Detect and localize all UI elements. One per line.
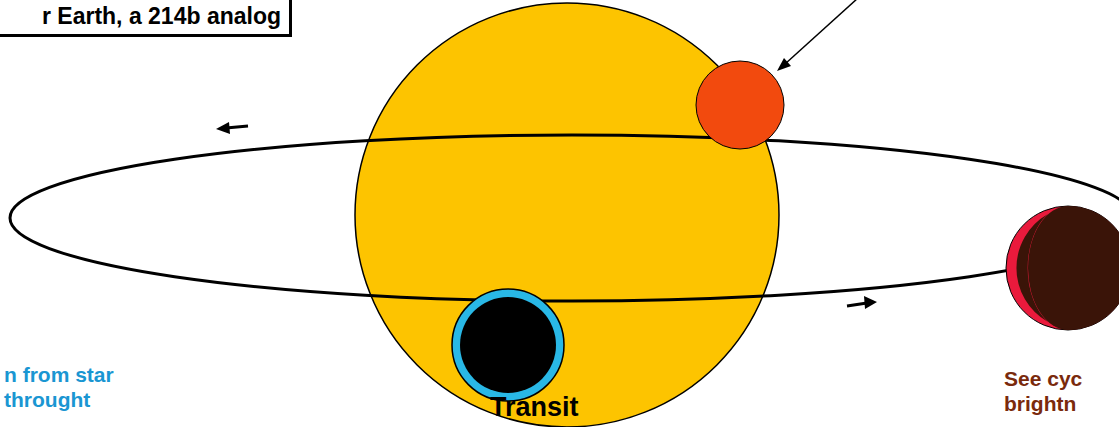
transit-note: n from star throught — [4, 362, 129, 412]
phase-planet-night — [1028, 206, 1119, 330]
phase-planet — [1006, 206, 1119, 330]
arrowhead — [777, 58, 791, 71]
transit-planet — [460, 297, 556, 393]
direction-arrow-head — [216, 122, 230, 134]
phase-note: See cyc brightn — [1004, 366, 1104, 416]
transit-planet-ring — [452, 289, 564, 401]
direction-arrow — [847, 303, 867, 306]
leader-line — [785, 0, 858, 64]
transit-label: Transit — [490, 392, 630, 423]
direction-arrow-head — [864, 296, 877, 309]
phase-planet-night — [1016, 214, 1048, 322]
star — [355, 3, 779, 427]
note-text: r Earth, a 214b analog — [8, 3, 281, 30]
eclipsed-planet — [696, 61, 784, 149]
note-box: r Earth, a 214b analog — [0, 0, 292, 37]
orbit — [10, 135, 1119, 301]
